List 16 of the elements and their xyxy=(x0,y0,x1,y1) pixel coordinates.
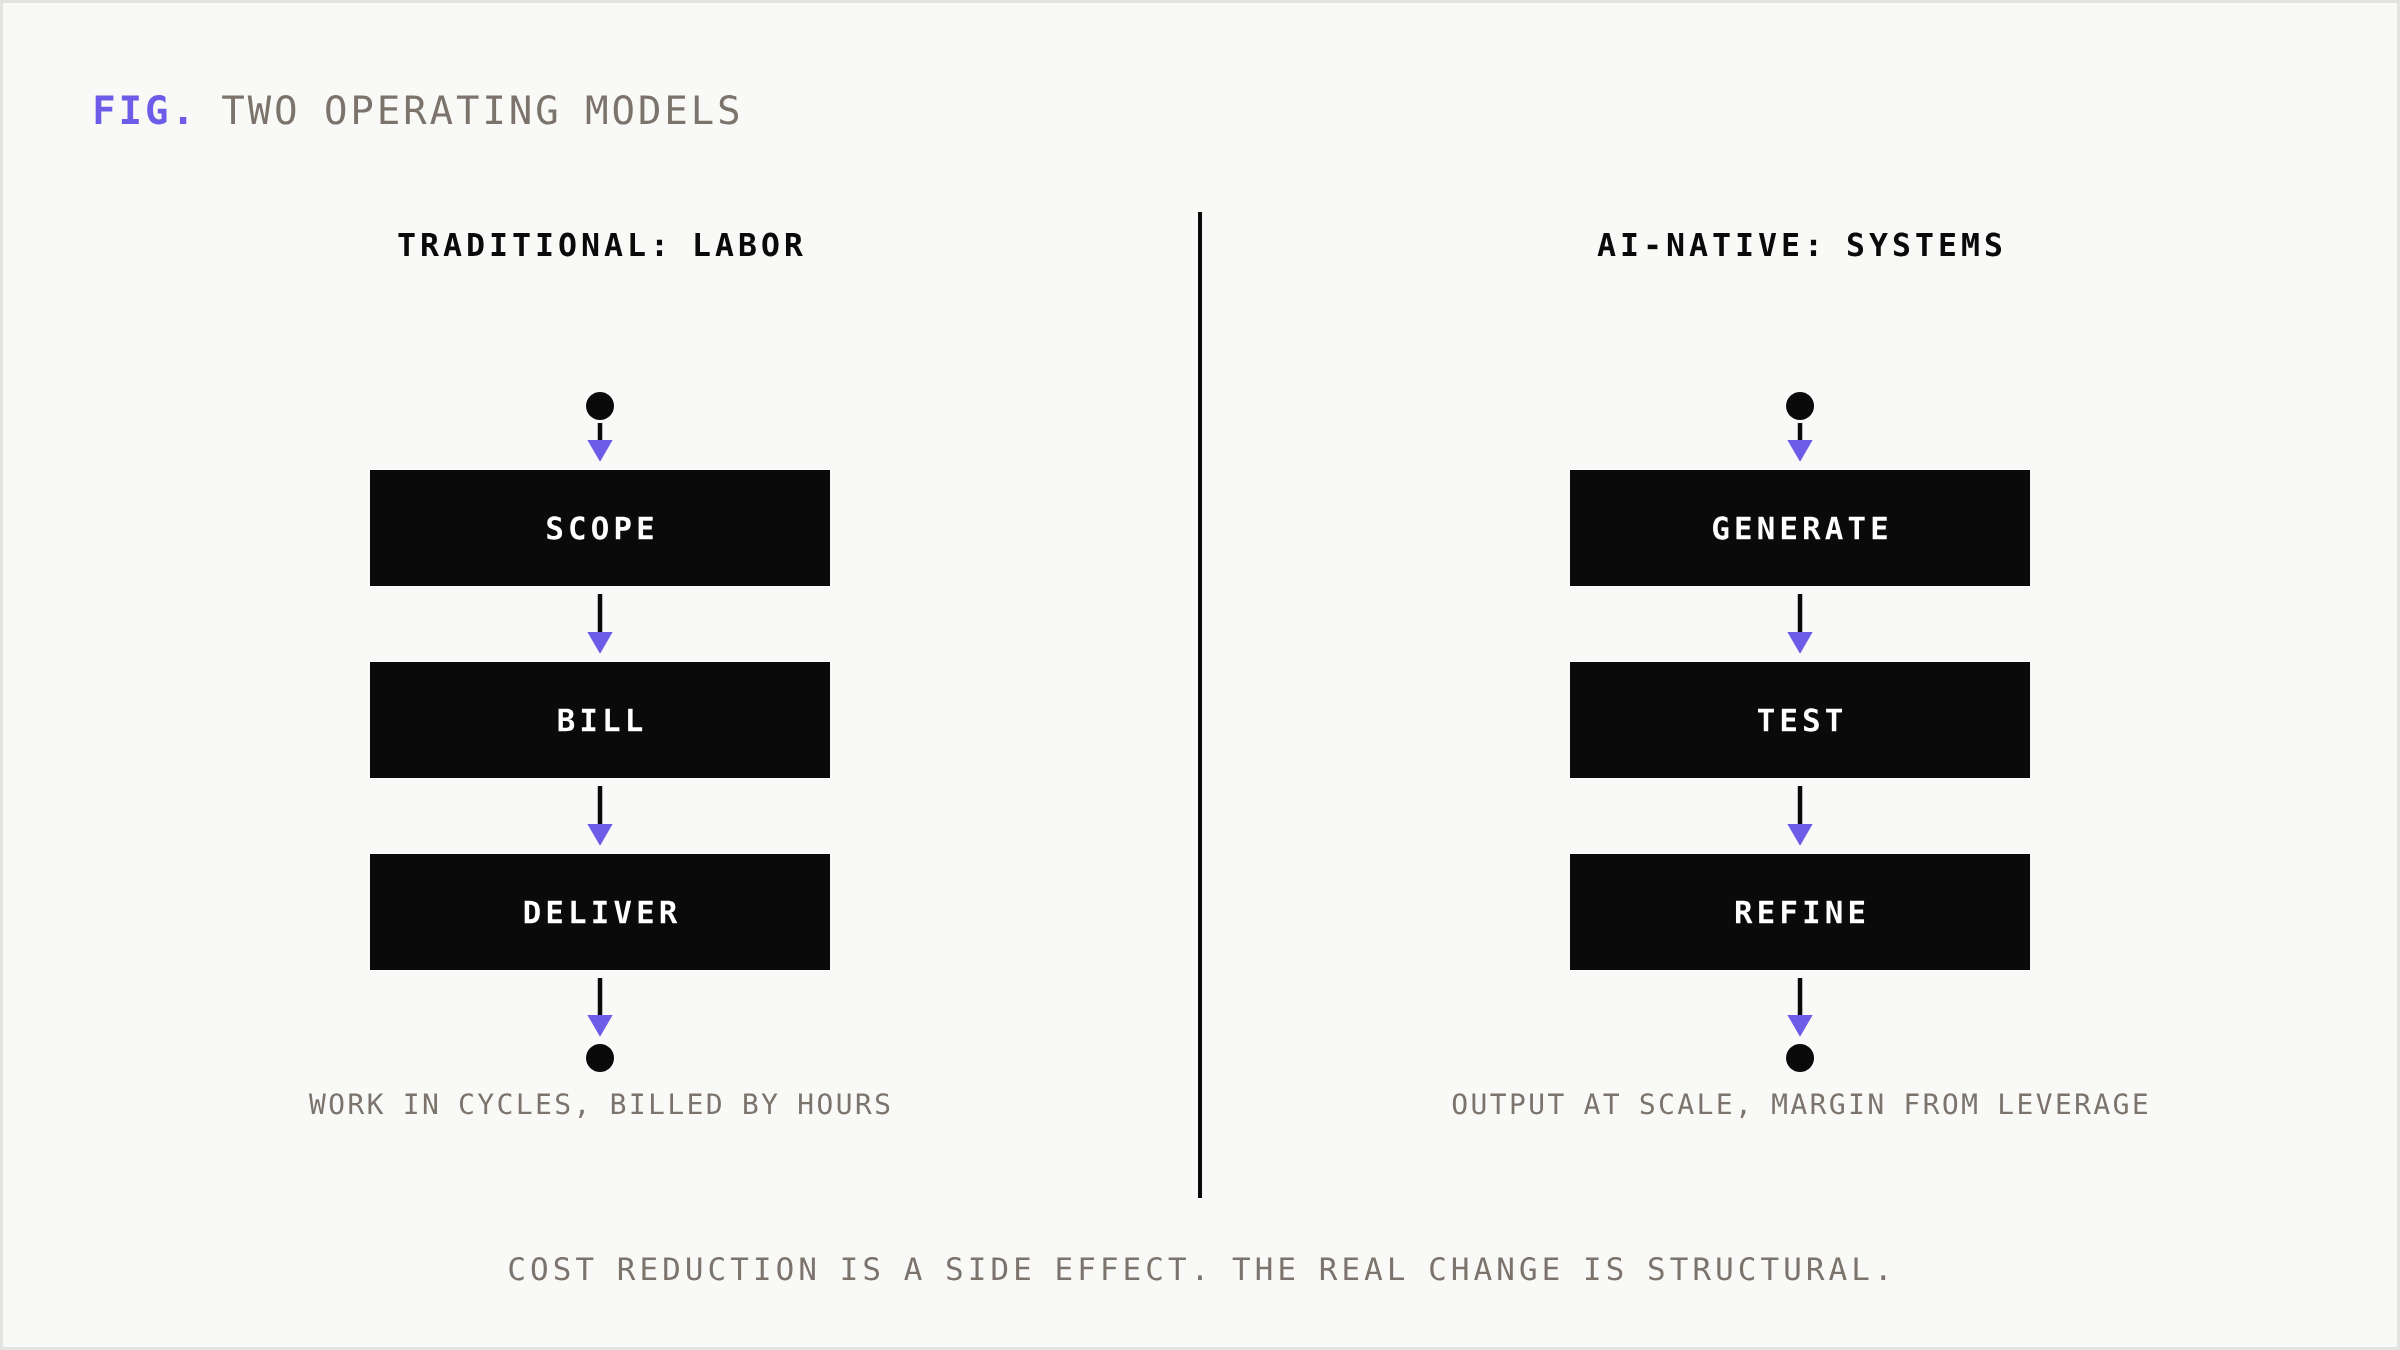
caption: COST REDUCTION IS A SIDE EFFECT. THE REAL CHANGE IS STRUCTURAL. xyxy=(509,1257,1886,1281)
start-dot xyxy=(1786,392,1814,420)
end-dot xyxy=(1786,1044,1814,1072)
process-box: TEST xyxy=(1570,662,2031,778)
process-box: BILL xyxy=(370,662,830,778)
figure-title: FIG. TWO OPERATING MODELS xyxy=(95,95,738,125)
process-box: GENERATE xyxy=(1570,470,2031,586)
process-box: REFINE xyxy=(1570,854,2031,970)
column-note: OUTPUT AT SCALE, MARGIN FROM LEVERAGE xyxy=(1452,1093,2147,1118)
start-dot xyxy=(586,392,614,420)
process-box: DELIVER xyxy=(370,854,830,970)
process-box: SCOPE xyxy=(370,470,830,586)
end-dot xyxy=(586,1044,614,1072)
column-heading: TRADITIONAL: LABOR xyxy=(398,232,803,257)
column-note: WORK IN CYCLES, BILLED BY HOURS xyxy=(308,1093,890,1118)
column-heading: AI-NATIVE: SYSTEMS xyxy=(1597,232,2002,257)
